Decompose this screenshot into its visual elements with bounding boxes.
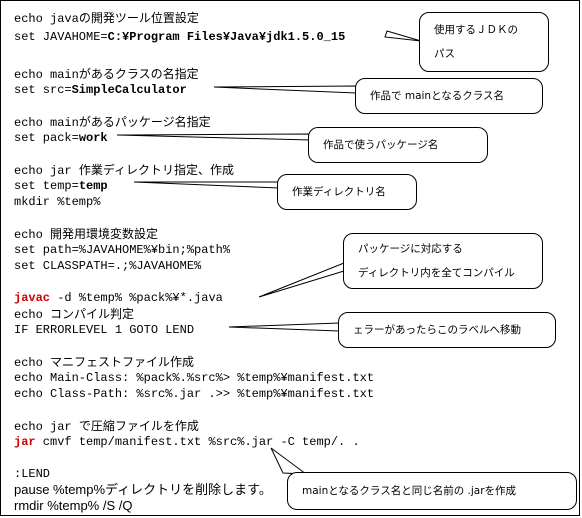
callout-pointer-error-label — [228, 322, 340, 332]
code-line: set CLASSPATH=.;%JAVAHOME% — [14, 258, 201, 274]
callout-error-label: ェラーがあったらこのラベルへ移動 — [338, 312, 556, 348]
callout-package: 作品で使うパッケージ名 — [308, 127, 488, 163]
code-text: echo jar — [14, 164, 79, 178]
code-text: があるクラスの名指定 — [78, 67, 199, 81]
code-line: set pack=work — [14, 130, 108, 146]
code-text: work — [78, 131, 108, 145]
command-keyword: javac — [14, 291, 51, 305]
code-text: set pack= — [14, 131, 79, 145]
code-text: set temp= — [14, 179, 79, 193]
code-line: rmdir %temp% /S /Q — [14, 498, 132, 515]
code-text: コンパイル判定 — [50, 307, 135, 321]
callout-text: パッケージに対応するディレクトリ内を全てコンパイル — [344, 237, 515, 285]
code-text: 開発用環境変数設定 — [50, 227, 159, 241]
code-line: set src=SimpleCalculator — [14, 82, 187, 98]
code-line: echo jar で圧縮ファイルを作成 — [14, 418, 199, 435]
code-line: set temp=temp — [14, 178, 108, 194]
callout-line: ディレクトリ内を全てコンパイル — [358, 267, 515, 279]
callout-jdk-path: 使用するＪＤＫのパス — [419, 12, 549, 72]
callout-line: 使用するＪＤＫの — [434, 24, 518, 36]
code-text: SimpleCalculator — [71, 83, 187, 97]
code-text: C:¥Program Files¥Java¥jdk1.5.0_15 — [107, 30, 346, 44]
code-line: javac -d %temp% %pack%¥*.java — [14, 290, 223, 306]
callout-text: mainとなるクラス名と同じ名前の .jarを作成 — [288, 479, 516, 503]
code-text: set path=%JAVAHOME%¥bin;%path% — [14, 243, 231, 257]
code-text: echo — [14, 228, 51, 242]
callout-text: 使用するＪＤＫのパス — [420, 18, 518, 66]
code-text: echo main — [14, 116, 79, 130]
code-text: echo jar — [14, 420, 79, 434]
callout-pointer-main-class — [213, 85, 357, 94]
code-line: echo コンパイル判定 — [14, 306, 134, 323]
callout-compile: パッケージに対応するディレクトリ内を全てコンパイル — [343, 233, 543, 289]
code-text: -d %temp% %pack%¥*.java — [50, 291, 223, 305]
code-line: echo mainがあるパッケージ名指定 — [14, 114, 211, 131]
code-line: set JAVAHOME=C:¥Program Files¥Java¥jdk1.… — [14, 29, 345, 45]
callout-text: 作品で mainとなるクラス名 — [356, 84, 504, 108]
code-line: :LEND — [14, 466, 50, 482]
callout-pointer-work-dir — [133, 181, 280, 189]
callout-line: 作品で使うパッケージ名 — [323, 139, 439, 151]
command-keyword: jar — [14, 435, 36, 449]
callout-line: mainとなるクラス名と同じ名前の .jarを作成 — [302, 485, 517, 497]
callout-line: 作業ディレクトリ名 — [292, 186, 386, 198]
code-text: echo java — [14, 12, 79, 26]
callout-pointer-jdk — [384, 30, 422, 42]
code-text: があるパッケージ名指定 — [78, 115, 211, 129]
callout-line: パス — [434, 48, 455, 60]
code-line: echo マニフェストファイル作成 — [14, 354, 194, 371]
code-line: echo javaの開発ツール位置設定 — [14, 10, 199, 27]
code-text: pause %temp%ディレクトリを削除します。 — [14, 482, 272, 497]
code-text: IF ERRORLEVEL 1 GOTO LEND — [14, 323, 195, 337]
callout-main-class: 作品で mainとなるクラス名 — [355, 78, 543, 114]
code-text: echo Class-Path: %src%.jar .>> %temp%¥ma… — [14, 387, 375, 401]
callout-pointer-compile — [258, 262, 345, 298]
code-text: echo — [14, 356, 51, 370]
callout-work-dir: 作業ディレクトリ名 — [277, 174, 417, 210]
callout-text: 作品で使うパッケージ名 — [309, 133, 438, 157]
callout-pointer-jar-name — [270, 447, 308, 475]
code-text: の開発ツール位置設定 — [78, 11, 199, 25]
code-line: echo Class-Path: %src%.jar .>> %temp%¥ma… — [14, 386, 374, 402]
callout-text: 作業ディレクトリ名 — [278, 180, 386, 204]
code-line: mkdir %temp% — [14, 194, 100, 210]
code-line: IF ERRORLEVEL 1 GOTO LEND — [14, 322, 194, 338]
callout-pointer-package — [116, 133, 311, 141]
code-line: echo mainがあるクラスの名指定 — [14, 66, 199, 83]
code-line: echo 開発用環境変数設定 — [14, 226, 158, 243]
code-text: cmvf temp/manifest.txt %src%.jar -C temp… — [35, 435, 360, 449]
code-text: rmdir %temp% /S /Q — [14, 498, 133, 513]
code-text: マニフェストファイル作成 — [50, 355, 195, 369]
code-line: pause %temp%ディレクトリを削除します。 — [14, 482, 272, 499]
code-text: :LEND — [14, 467, 51, 481]
code-text: mkdir %temp% — [14, 195, 101, 209]
code-text: echo — [14, 308, 51, 322]
code-text: で圧縮ファイルを作成 — [78, 419, 199, 433]
code-line: set path=%JAVAHOME%¥bin;%path% — [14, 242, 230, 258]
code-line: echo Main-Class: %pack%.%src%> %temp%¥ma… — [14, 370, 374, 386]
callout-text: ェラーがあったらこのラベルへ移動 — [339, 318, 521, 342]
code-text: set CLASSPATH=.;%JAVAHOME% — [14, 259, 202, 273]
code-text: set src= — [14, 83, 72, 97]
code-text: echo Main-Class: %pack%.%src%> %temp%¥ma… — [14, 371, 375, 385]
callout-line: パッケージに対応する — [358, 243, 463, 255]
code-text: echo main — [14, 68, 79, 82]
code-text: temp — [78, 179, 108, 193]
callout-line: 作品で mainとなるクラス名 — [370, 90, 505, 102]
callout-jar-name: mainとなるクラス名と同じ名前の .jarを作成 — [287, 472, 577, 510]
code-text: 作業ディレクトリ指定、作成 — [78, 163, 234, 177]
code-text: set JAVAHOME= — [14, 30, 108, 44]
callout-line: ェラーがあったらこのラベルへ移動 — [353, 324, 521, 336]
code-line: echo jar 作業ディレクトリ指定、作成 — [14, 162, 234, 179]
code-line: jar cmvf temp/manifest.txt %src%.jar -C … — [14, 434, 360, 450]
